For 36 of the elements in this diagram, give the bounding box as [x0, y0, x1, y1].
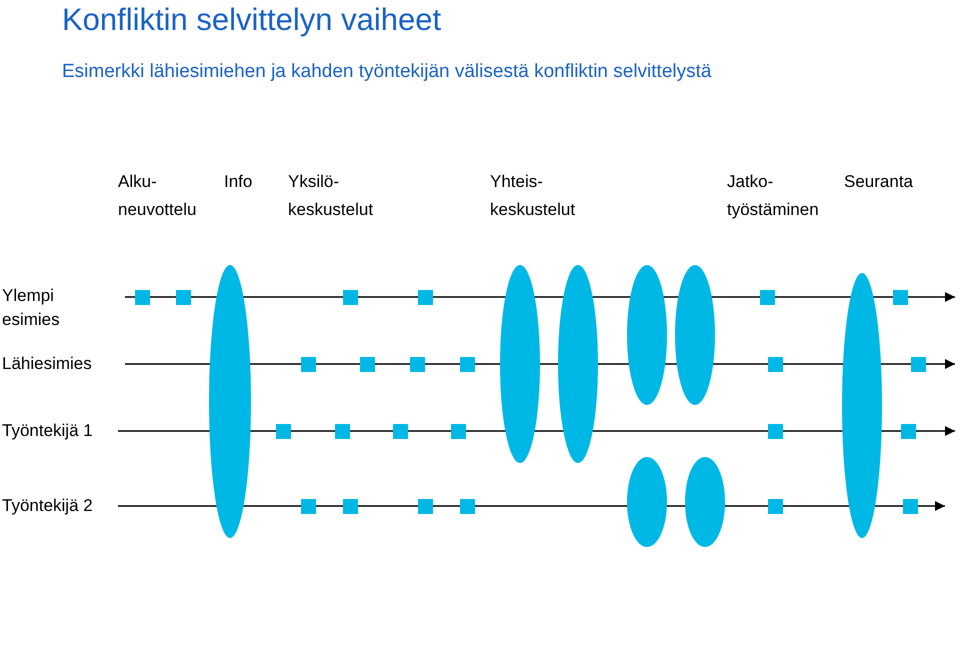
step-square	[450, 424, 466, 438]
row-label: Työntekijä 2	[2, 494, 118, 518]
row-label: Lähiesimies	[2, 352, 125, 376]
step-square	[910, 356, 926, 372]
step-square	[410, 356, 424, 372]
step-square	[392, 424, 408, 438]
phase-label: Yksilö- keskustelut	[288, 171, 374, 221]
step-square	[768, 424, 782, 438]
step-square	[902, 498, 918, 514]
phase-label: Info	[224, 171, 254, 193]
step-square	[134, 290, 150, 304]
row-label: Ylempi esimies	[2, 284, 125, 332]
phase-label: Yhteis- keskustelut	[490, 171, 576, 221]
step-square	[418, 290, 432, 304]
phase-label: Seuranta	[844, 171, 914, 193]
step-square	[768, 356, 782, 372]
title: Konfliktin selvittelyn vaiheet	[62, 2, 442, 38]
step-square	[418, 498, 432, 514]
phase-label: Alku- neuvottelu	[118, 171, 198, 221]
step-square	[342, 498, 358, 514]
step-square	[892, 290, 908, 304]
step-square	[460, 498, 474, 514]
phase-label: Jatko- työstäminen	[727, 171, 820, 221]
step-square	[176, 290, 190, 304]
step-square	[900, 424, 916, 438]
step-square	[300, 498, 316, 514]
step-square	[360, 356, 374, 372]
step-square	[760, 290, 774, 304]
step-square	[276, 424, 290, 438]
subtitle: Esimerkki lähiesimiehen ja kahden työntekijän välisestä konfliktin selvittelystä	[62, 60, 712, 84]
step-square	[460, 356, 474, 372]
step-square	[768, 498, 782, 514]
step-square	[342, 290, 358, 304]
step-square	[334, 424, 350, 438]
row-label: Työntekijä 1	[2, 419, 118, 443]
step-square	[300, 356, 316, 372]
